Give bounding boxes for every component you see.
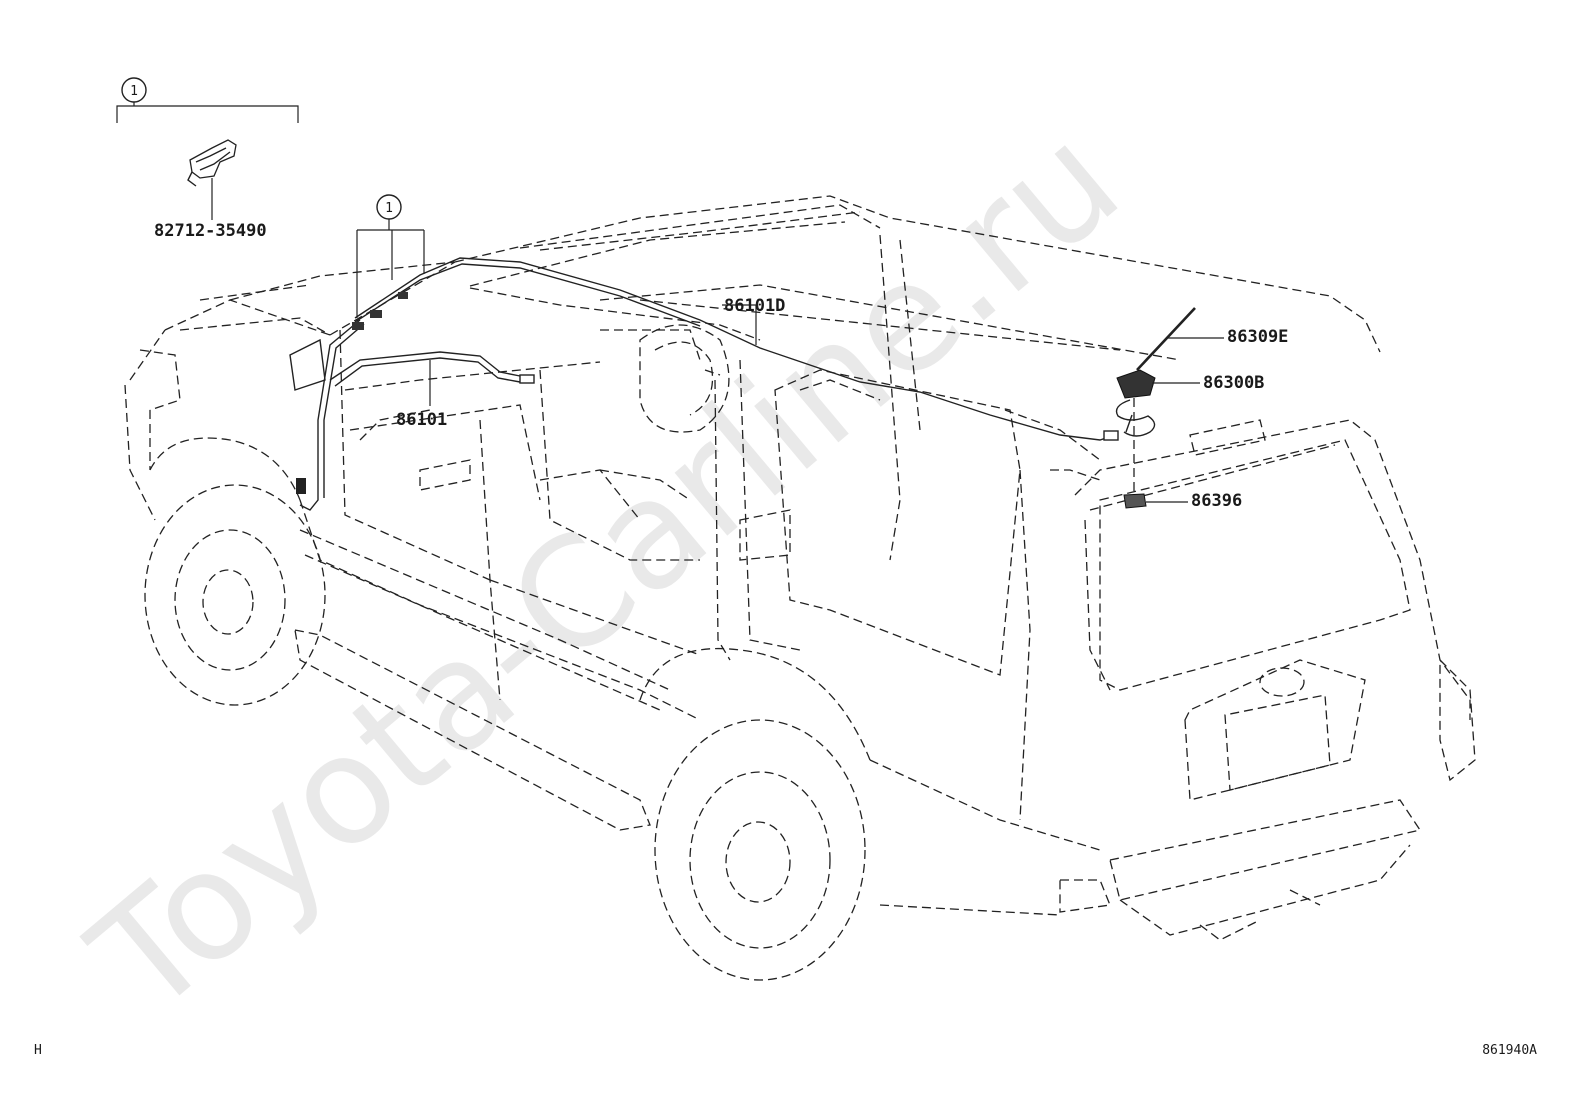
antenna-assembly (1115, 307, 1196, 509)
clip-part-icon (187, 139, 237, 187)
cord-clip (352, 322, 364, 330)
antenna-rod (1136, 307, 1196, 371)
group-marker-label: 1 (130, 84, 138, 99)
antenna-cord-harness (296, 257, 1119, 511)
vehicle-outline (124, 195, 1476, 981)
group-marker-label: 1 (385, 201, 393, 216)
vehicle-group-callout: 1 (356, 194, 425, 318)
footer-right-code: 861940A (1482, 1043, 1537, 1058)
antenna-pad (1123, 493, 1147, 509)
cord-connector (519, 374, 535, 384)
part-label-86396: 86396 (1191, 491, 1242, 511)
part-label-86101: 86101 (396, 410, 447, 430)
footer-left-code: H (34, 1043, 42, 1058)
part-label-86101D: 86101D (724, 296, 785, 316)
cord-clip (398, 292, 408, 299)
part-callouts: 86101D 86101 86309E 86300B 86396 (396, 296, 1288, 511)
part-label-clip: 82712-35490 (154, 221, 267, 241)
inset-callout: 1 82712-35490 (116, 77, 299, 241)
cord-connector (1103, 430, 1119, 441)
part-label-86300B: 86300B (1203, 373, 1264, 393)
part-label-86309E: 86309E (1227, 327, 1288, 347)
antenna-base (1116, 369, 1156, 399)
cord-clip (370, 310, 382, 318)
cord-connector (296, 478, 306, 494)
